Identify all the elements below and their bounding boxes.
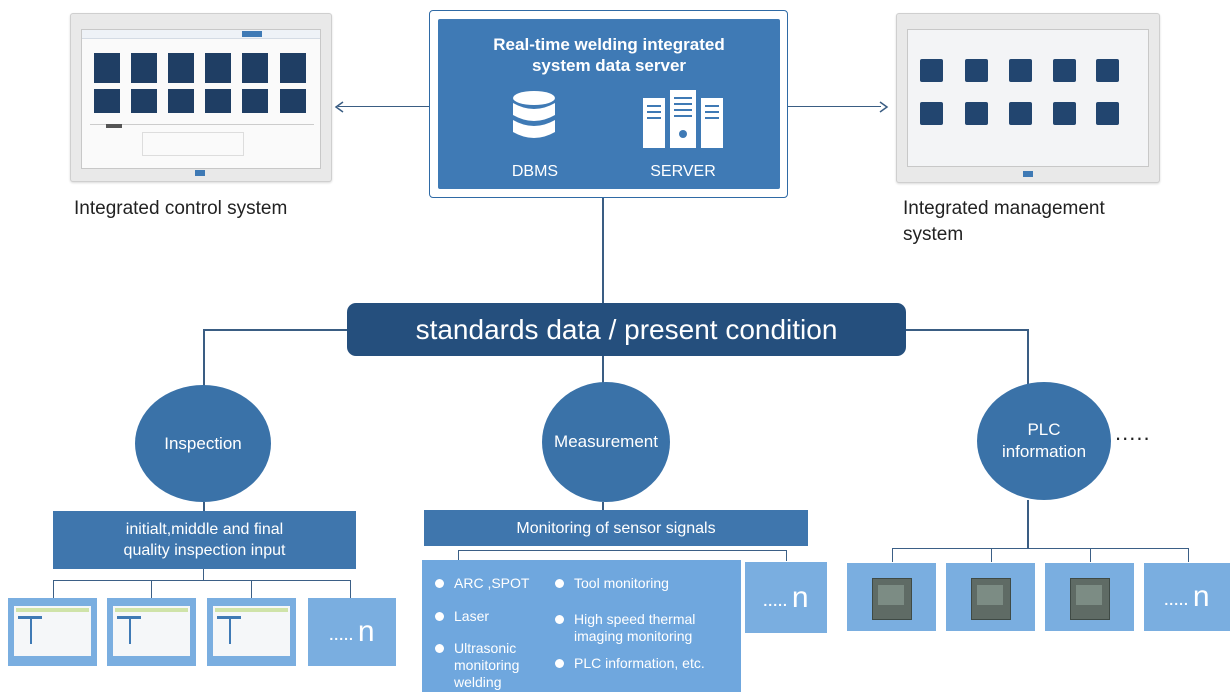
inspection-screen-tile (8, 598, 97, 666)
inspection-screen-tile (207, 598, 296, 666)
connector-plc-fanout-stem (1027, 500, 1029, 548)
plc-circle-line2: information (1001, 442, 1087, 461)
inspection-circle: Inspection (135, 385, 271, 502)
more-n: n (1192, 580, 1210, 613)
inspection-bar-line2: quality inspection input (123, 542, 286, 559)
measurement-circle: Measurement (542, 382, 670, 502)
server-title-line2: system data server (531, 56, 687, 75)
management-system-screen (907, 29, 1149, 167)
control-system-screen (81, 29, 321, 169)
sensor-list-box (422, 560, 741, 692)
sensor-item-plc-information: PLC information, etc. (555, 655, 705, 672)
server-rack-icon (643, 90, 723, 148)
connector-to-inspection (203, 329, 205, 387)
measurement-bar: Monitoring of sensor signals (424, 510, 808, 546)
control-panel-grid (94, 53, 308, 113)
more-n: n (791, 580, 809, 614)
inspection-screen-tile (107, 598, 196, 666)
plc-circle-line1: PLC (1027, 420, 1061, 439)
plc-circle: PLC information (977, 382, 1111, 500)
measurement-more-tile: ..... n (745, 562, 827, 633)
connector-inspection-bar (203, 502, 205, 511)
connector-measurement-bar (602, 502, 604, 511)
arrow-left-head-icon (334, 101, 344, 113)
management-system-label-line1: Integrated management (903, 198, 1105, 219)
arrow-to-left-system (338, 106, 429, 107)
sensor-item-thermal-imaging: High speed thermal imaging monitoring (555, 611, 695, 645)
plc-device-tile (1045, 563, 1134, 631)
more-dots: ..... (1164, 592, 1189, 608)
standards-banner: standards data / present condition (347, 303, 906, 356)
management-system-monitor (896, 13, 1160, 183)
more-dots: ..... (329, 627, 354, 643)
plc-more-tile: ..... n (1144, 563, 1230, 631)
more-n: n (357, 615, 375, 648)
connector-to-measurement (602, 356, 604, 384)
server-label: SERVER (650, 163, 716, 180)
plc-device-tile (847, 563, 936, 631)
plc-more-ellipsis: ..... (1115, 420, 1151, 445)
inspection-more-tile: ..... n (308, 598, 396, 666)
inspection-bar-line1: initialt,middle and final (125, 521, 284, 538)
sensor-item-laser: Laser (435, 608, 489, 625)
connector-to-plc (1027, 329, 1029, 387)
connector-inspection-fanout (53, 580, 351, 581)
sensor-item-ultrasonic: Ultrasonic monitoring welding (435, 640, 519, 691)
connector-inspection-fanout-stem (203, 569, 204, 580)
plc-device-tile (946, 563, 1035, 631)
control-system-monitor (70, 13, 332, 182)
database-icon (513, 91, 555, 138)
connector-measurement-fanout (458, 550, 786, 551)
arrow-to-right-system (788, 106, 881, 107)
server-title: Real-time welding integrated system data… (438, 34, 780, 76)
server-title-line1: Real-time welding integrated (493, 35, 725, 54)
more-dots: ..... (763, 592, 788, 609)
connector-server-down (602, 198, 604, 303)
connector-plc-fanout (892, 548, 1188, 549)
inspection-bar: initialt,middle and final quality inspec… (53, 511, 356, 569)
management-system-label-line2: system (903, 224, 964, 245)
sensor-item-tool-monitoring: Tool monitoring (555, 575, 669, 592)
dbms-label: DBMS (511, 163, 559, 180)
arrow-right-head-icon (879, 101, 889, 113)
sensor-item-arc-spot: ARC ,SPOT (435, 575, 529, 592)
control-system-label: Integrated control system (74, 198, 288, 219)
management-system-label: Integrated management system (903, 196, 1105, 248)
